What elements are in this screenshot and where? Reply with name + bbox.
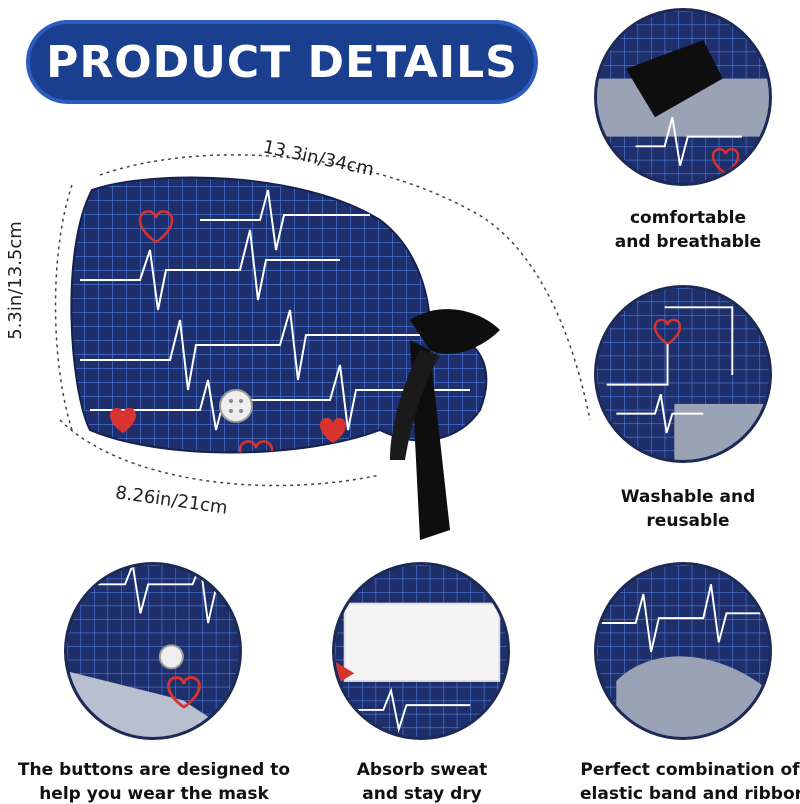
feature-caption-buttons: The buttons are designed to help you wea… [17, 760, 291, 804]
scrub-cap-illustration [54, 154, 591, 540]
dimension-height-label: 5.3in/13.5cm [4, 221, 26, 340]
feature-caption-washable: Washable and reusable [620, 487, 756, 531]
feature-caption-elastic-band: Perfect combination of elastic band and … [580, 760, 800, 804]
feature-image-breathable [594, 8, 772, 186]
feature-caption-sweatband: Absorb sweat and stay dry [356, 760, 488, 804]
feature-image-sweatband [332, 562, 510, 740]
product-details-banner: PRODUCT DETAILS [26, 20, 538, 104]
banner-title: PRODUCT DETAILS [46, 36, 518, 88]
feature-image-washable [594, 285, 772, 463]
feature-caption-breathable: comfortable and breathable [614, 208, 762, 252]
feature-image-buttons [64, 562, 242, 740]
feature-image-elastic-band [594, 562, 772, 740]
